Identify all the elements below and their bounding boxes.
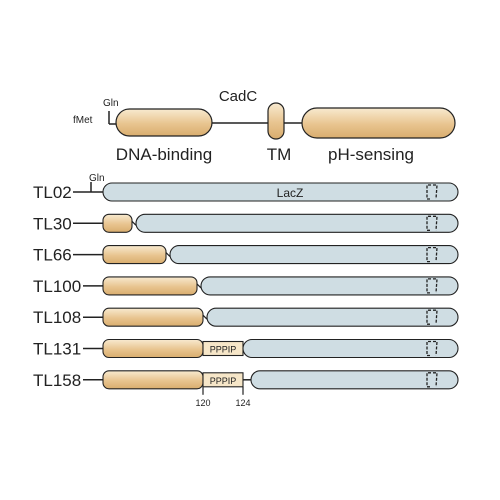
lacz-segment xyxy=(200,276,459,296)
ph-sensing-label: pH-sensing xyxy=(328,145,414,164)
cadc-domain-map: CadC fMet Gln DNA-binding TM pH-sensing xyxy=(73,88,456,164)
construct-name: TL108 xyxy=(33,308,81,327)
construct-row-tl66: TL66 xyxy=(33,245,459,265)
motif-start-number: 120 xyxy=(195,398,210,408)
junction-mark xyxy=(196,283,202,289)
dna-binding-label: DNA-binding xyxy=(116,145,212,164)
cadc-segment xyxy=(102,213,133,233)
lacz-segment xyxy=(135,213,459,233)
construct-name: TL66 xyxy=(33,246,72,265)
lacz-segment xyxy=(250,370,459,390)
cadc-segment xyxy=(102,245,167,265)
gln-label: Gln xyxy=(103,98,119,109)
junction-mark xyxy=(165,252,171,258)
construct-name: TL30 xyxy=(33,214,72,233)
junction-mark xyxy=(131,220,137,226)
tm-domain xyxy=(267,102,285,140)
c-terminal-bracket xyxy=(426,340,438,357)
cadc-segment xyxy=(102,338,204,359)
c-terminal-bracket xyxy=(426,372,438,388)
cadc-segment xyxy=(102,276,198,296)
construct-name: TL100 xyxy=(33,277,81,296)
c-terminal-bracket xyxy=(426,309,438,325)
construct-row-tl131: TL131 PPPIP xyxy=(33,338,459,359)
cadc-segment xyxy=(102,307,204,327)
construct-name: TL02 xyxy=(33,183,72,202)
motif-end-number: 124 xyxy=(235,398,250,408)
tm-label: TM xyxy=(267,145,292,164)
dna-binding-domain xyxy=(115,108,213,137)
cadc-segment xyxy=(102,370,204,390)
construct-row-tl108: TL108 xyxy=(33,307,459,327)
construct-row-tl30: TL30 xyxy=(33,213,459,233)
construct-row-tl158: TL158 PPPIP 120 124 xyxy=(33,370,459,408)
gln-label: Gln xyxy=(89,173,105,184)
lacz-label: LacZ xyxy=(277,186,304,200)
construct-name: TL131 xyxy=(33,340,81,359)
c-terminal-bracket xyxy=(426,246,438,263)
lacz-segment xyxy=(242,338,459,359)
c-terminal-bracket xyxy=(426,184,438,200)
lacz-segment xyxy=(102,182,459,202)
construct-row-tl100: TL100 xyxy=(33,276,459,296)
protein-name-label: CadC xyxy=(219,88,258,105)
junction-mark xyxy=(202,314,208,320)
ph-sensing-domain xyxy=(301,107,456,139)
c-terminal-bracket xyxy=(426,278,438,294)
c-terminal-bracket xyxy=(426,215,438,231)
construct-name: TL158 xyxy=(33,371,81,390)
lacz-segment xyxy=(206,307,459,327)
lacz-segment xyxy=(169,245,459,265)
pppip-motif-label: PPPIP xyxy=(210,376,237,386)
pppip-motif-label: PPPIP xyxy=(210,345,237,355)
fmet-label: fMet xyxy=(73,115,93,126)
